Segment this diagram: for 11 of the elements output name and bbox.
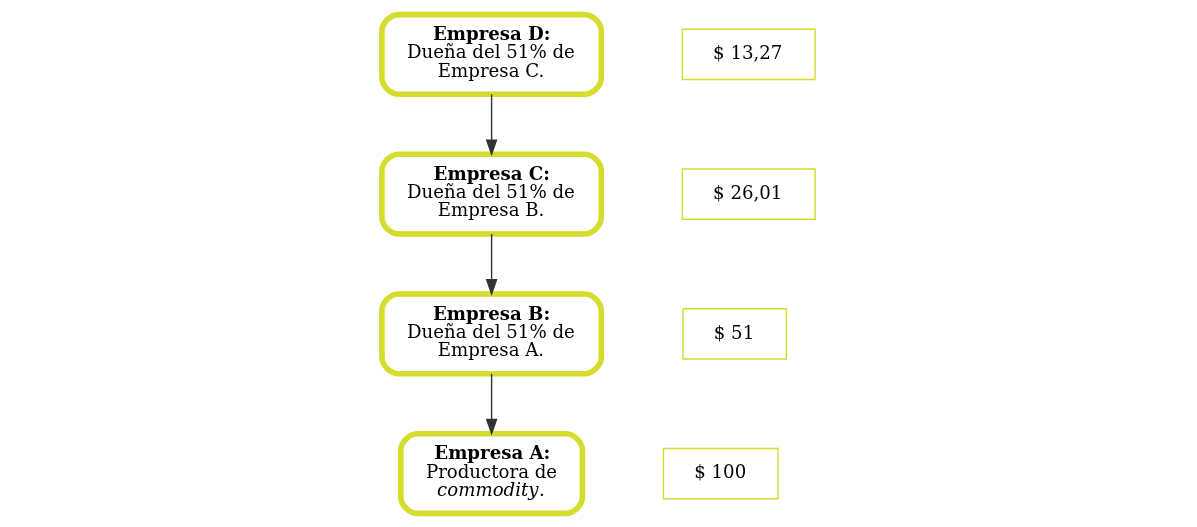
arrow: [485, 93, 498, 156]
node-box: $ 51: [682, 307, 788, 360]
arrow: [485, 232, 498, 296]
node-box: $ 100: [662, 447, 779, 499]
node-box: Empresa D: Dueña del 51% de Empresa C.: [379, 11, 605, 97]
node-box: Empresa C: Dueña del 51% de Empresa B.: [379, 151, 605, 237]
node-box: Empresa B: Dueña del 51% de Empresa A.: [379, 290, 605, 376]
node-box: $ 26,01: [681, 167, 816, 220]
arrow: [485, 372, 498, 436]
node-box: $ 13,27: [681, 28, 816, 80]
node-box: Empresa A: Productora de commodity.: [398, 430, 586, 516]
